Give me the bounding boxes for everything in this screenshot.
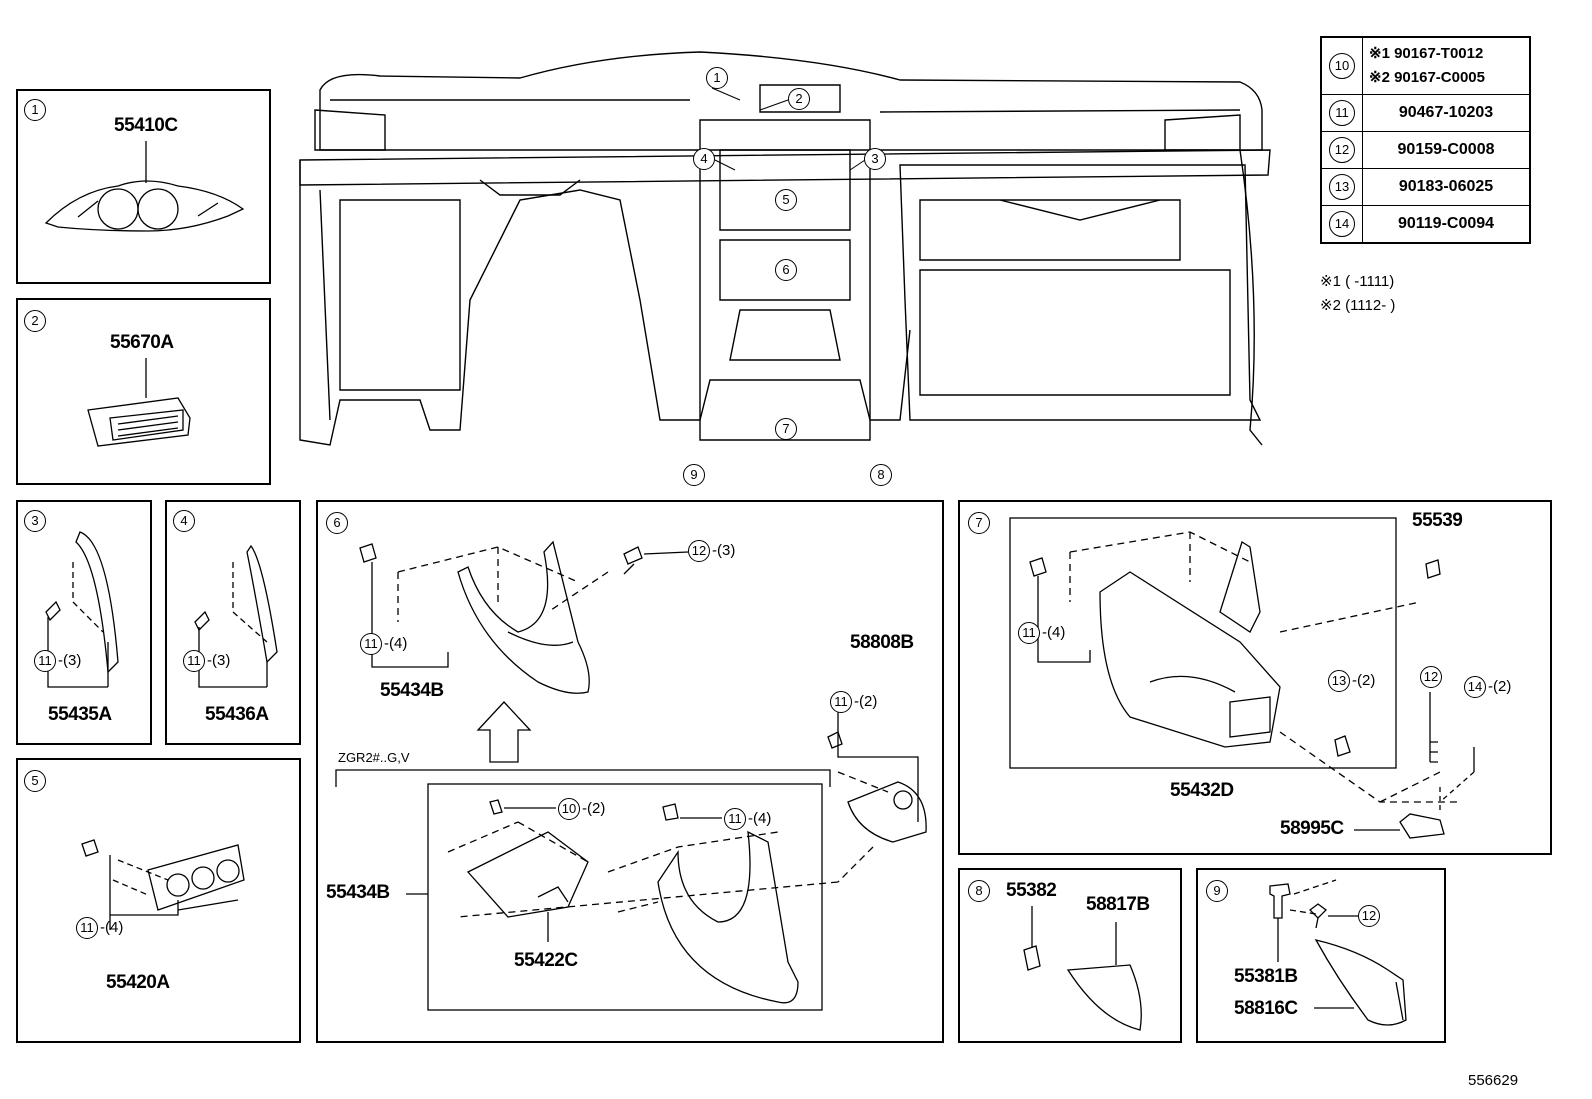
a-pillar-trim-left-drawing [45,531,119,688]
clip-qty: -(4) [384,635,408,652]
table-key: 13 [1329,174,1355,200]
panel-2: 2 55670A [16,298,271,485]
console-box-drawing [1009,517,1475,839]
table-value: 90183-06025 [1362,168,1531,206]
callout-6: 6 [775,259,797,281]
panel-6: 6 [316,500,944,1043]
part-number-55420A: 55420A [106,972,170,993]
side-cover-right-drawing [1269,879,1407,1026]
table-row: 11 90467-10203 [1320,94,1531,132]
sub-screw-qty: -(2) [582,800,606,817]
screw-qty: -(3) [712,542,736,559]
callout-9: 9 [683,464,705,486]
panel-number: 2 [24,310,46,332]
variant-label: ZGR2#..G,V [338,750,410,765]
part-number-58808B: 58808B [850,632,914,653]
table-value: ※2 90167-C0005 [1369,69,1485,86]
callout-1: 1 [706,67,728,89]
right-clip-qty: -(2) [854,693,878,710]
panel-9: 9 12 55381B 58816C [1196,868,1446,1043]
panel-number: 3 [24,510,46,532]
climate-control-panel-drawing [81,839,245,930]
clip-callout: 11 [183,650,205,672]
table-key: 14 [1329,211,1355,237]
panel-number: 9 [1206,880,1228,902]
clip-13-callout: 13 [1328,670,1350,692]
table-key: 11 [1329,100,1355,126]
screw-14-callout: 14 [1464,676,1486,698]
footnote-1: ※1 ( -1111) [1320,273,1395,290]
table-value: 90159-C0008 [1362,131,1531,169]
diagram-id: 556629 [1468,1072,1519,1089]
callout-2: 2 [788,88,810,110]
screw-callout: 12 [1358,905,1380,927]
right-clip-callout: 11 [830,691,852,713]
panel-7: 7 55539 11 -(4) 13 -(2) 12 14 -(2) 55432… [958,500,1552,855]
part-number-55381B: 55381B [1234,966,1298,987]
table-row: 12 90159-C0008 [1320,131,1531,169]
sub-clip-callout: 11 [724,808,746,830]
panel-3: 3 11 -(3) 55435A [16,500,152,745]
table-value: 90467-10203 [1362,94,1531,132]
table-key: 10 [1329,53,1355,79]
panel-1: 1 55410C [16,89,271,284]
panel-number: 8 [968,880,990,902]
callout-7: 7 [775,418,797,440]
panel-number: 6 [326,512,348,534]
part-number-55382: 55382 [1006,880,1057,901]
screw-14-qty: -(2) [1488,678,1512,695]
table-row: 13 90183-06025 [1320,168,1531,206]
panel-5: 5 11 -(4) 55420A [16,758,301,1043]
callout-8: 8 [870,464,892,486]
part-number-55670A: 55670A [110,332,174,353]
panel-8: 8 55382 58817B [958,868,1182,1043]
instrument-cluster-hood-drawing [44,141,245,232]
callout-3: 3 [864,148,886,170]
center-vent-drawing [87,358,191,447]
part-number-55539: 55539 [1412,510,1463,531]
screw-12-callout: 12 [1420,666,1442,688]
table-row: 10 ※1 90167-T0012 ※2 90167-C0005 [1320,36,1531,95]
table-value: ※1 90167-T0012 [1369,45,1484,62]
footnote-2: ※2 (1112- ) [1320,297,1396,314]
callout-5: 5 [775,189,797,211]
clip-13-qty: -(2) [1352,672,1376,689]
clip-qty: -(4) [100,919,124,936]
part-number-58817B: 58817B [1086,894,1150,915]
lower-center-cover-drawing [335,540,927,1011]
clip-callout: 11 [76,917,98,939]
parts-table: 10 ※1 90167-T0012 ※2 90167-C0005 11 9046… [1320,36,1531,244]
table-value: 90119-C0094 [1362,205,1531,244]
clip-callout: 11 [34,650,56,672]
panel-number: 5 [24,770,46,792]
clip-callout: 11 [1018,622,1040,644]
part-number-58995C: 58995C [1280,818,1344,839]
clip-qty: -(3) [207,652,231,669]
part-number-55422C: 55422C [514,950,578,971]
side-cover-left-drawing [1023,906,1142,1031]
part-number-55434B-top: 55434B [380,680,444,701]
panel-number: 1 [24,99,46,121]
table-row: 14 90119-C0094 [1320,205,1531,244]
screw-callout: 12 [688,540,710,562]
part-number-55410C: 55410C [114,115,178,136]
callout-4: 4 [693,148,715,170]
panel-number: 7 [968,512,990,534]
clip-qty: -(4) [1042,624,1066,641]
sub-clip-qty: -(4) [748,810,772,827]
part-number-58816C: 58816C [1234,998,1298,1019]
a-pillar-trim-right-drawing [194,544,278,688]
table-key: 12 [1329,137,1355,163]
part-number-55436A: 55436A [205,704,269,725]
sub-screw-callout: 10 [558,798,580,820]
clip-callout: 11 [360,633,382,655]
part-number-55435A: 55435A [48,704,112,725]
part-number-55434B-sub: 55434B [326,882,390,903]
clip-qty: -(3) [58,652,82,669]
part-number-55432D: 55432D [1170,780,1234,801]
panel-4: 4 11 -(3) 55436A [165,500,301,745]
panel-number: 4 [173,510,195,532]
